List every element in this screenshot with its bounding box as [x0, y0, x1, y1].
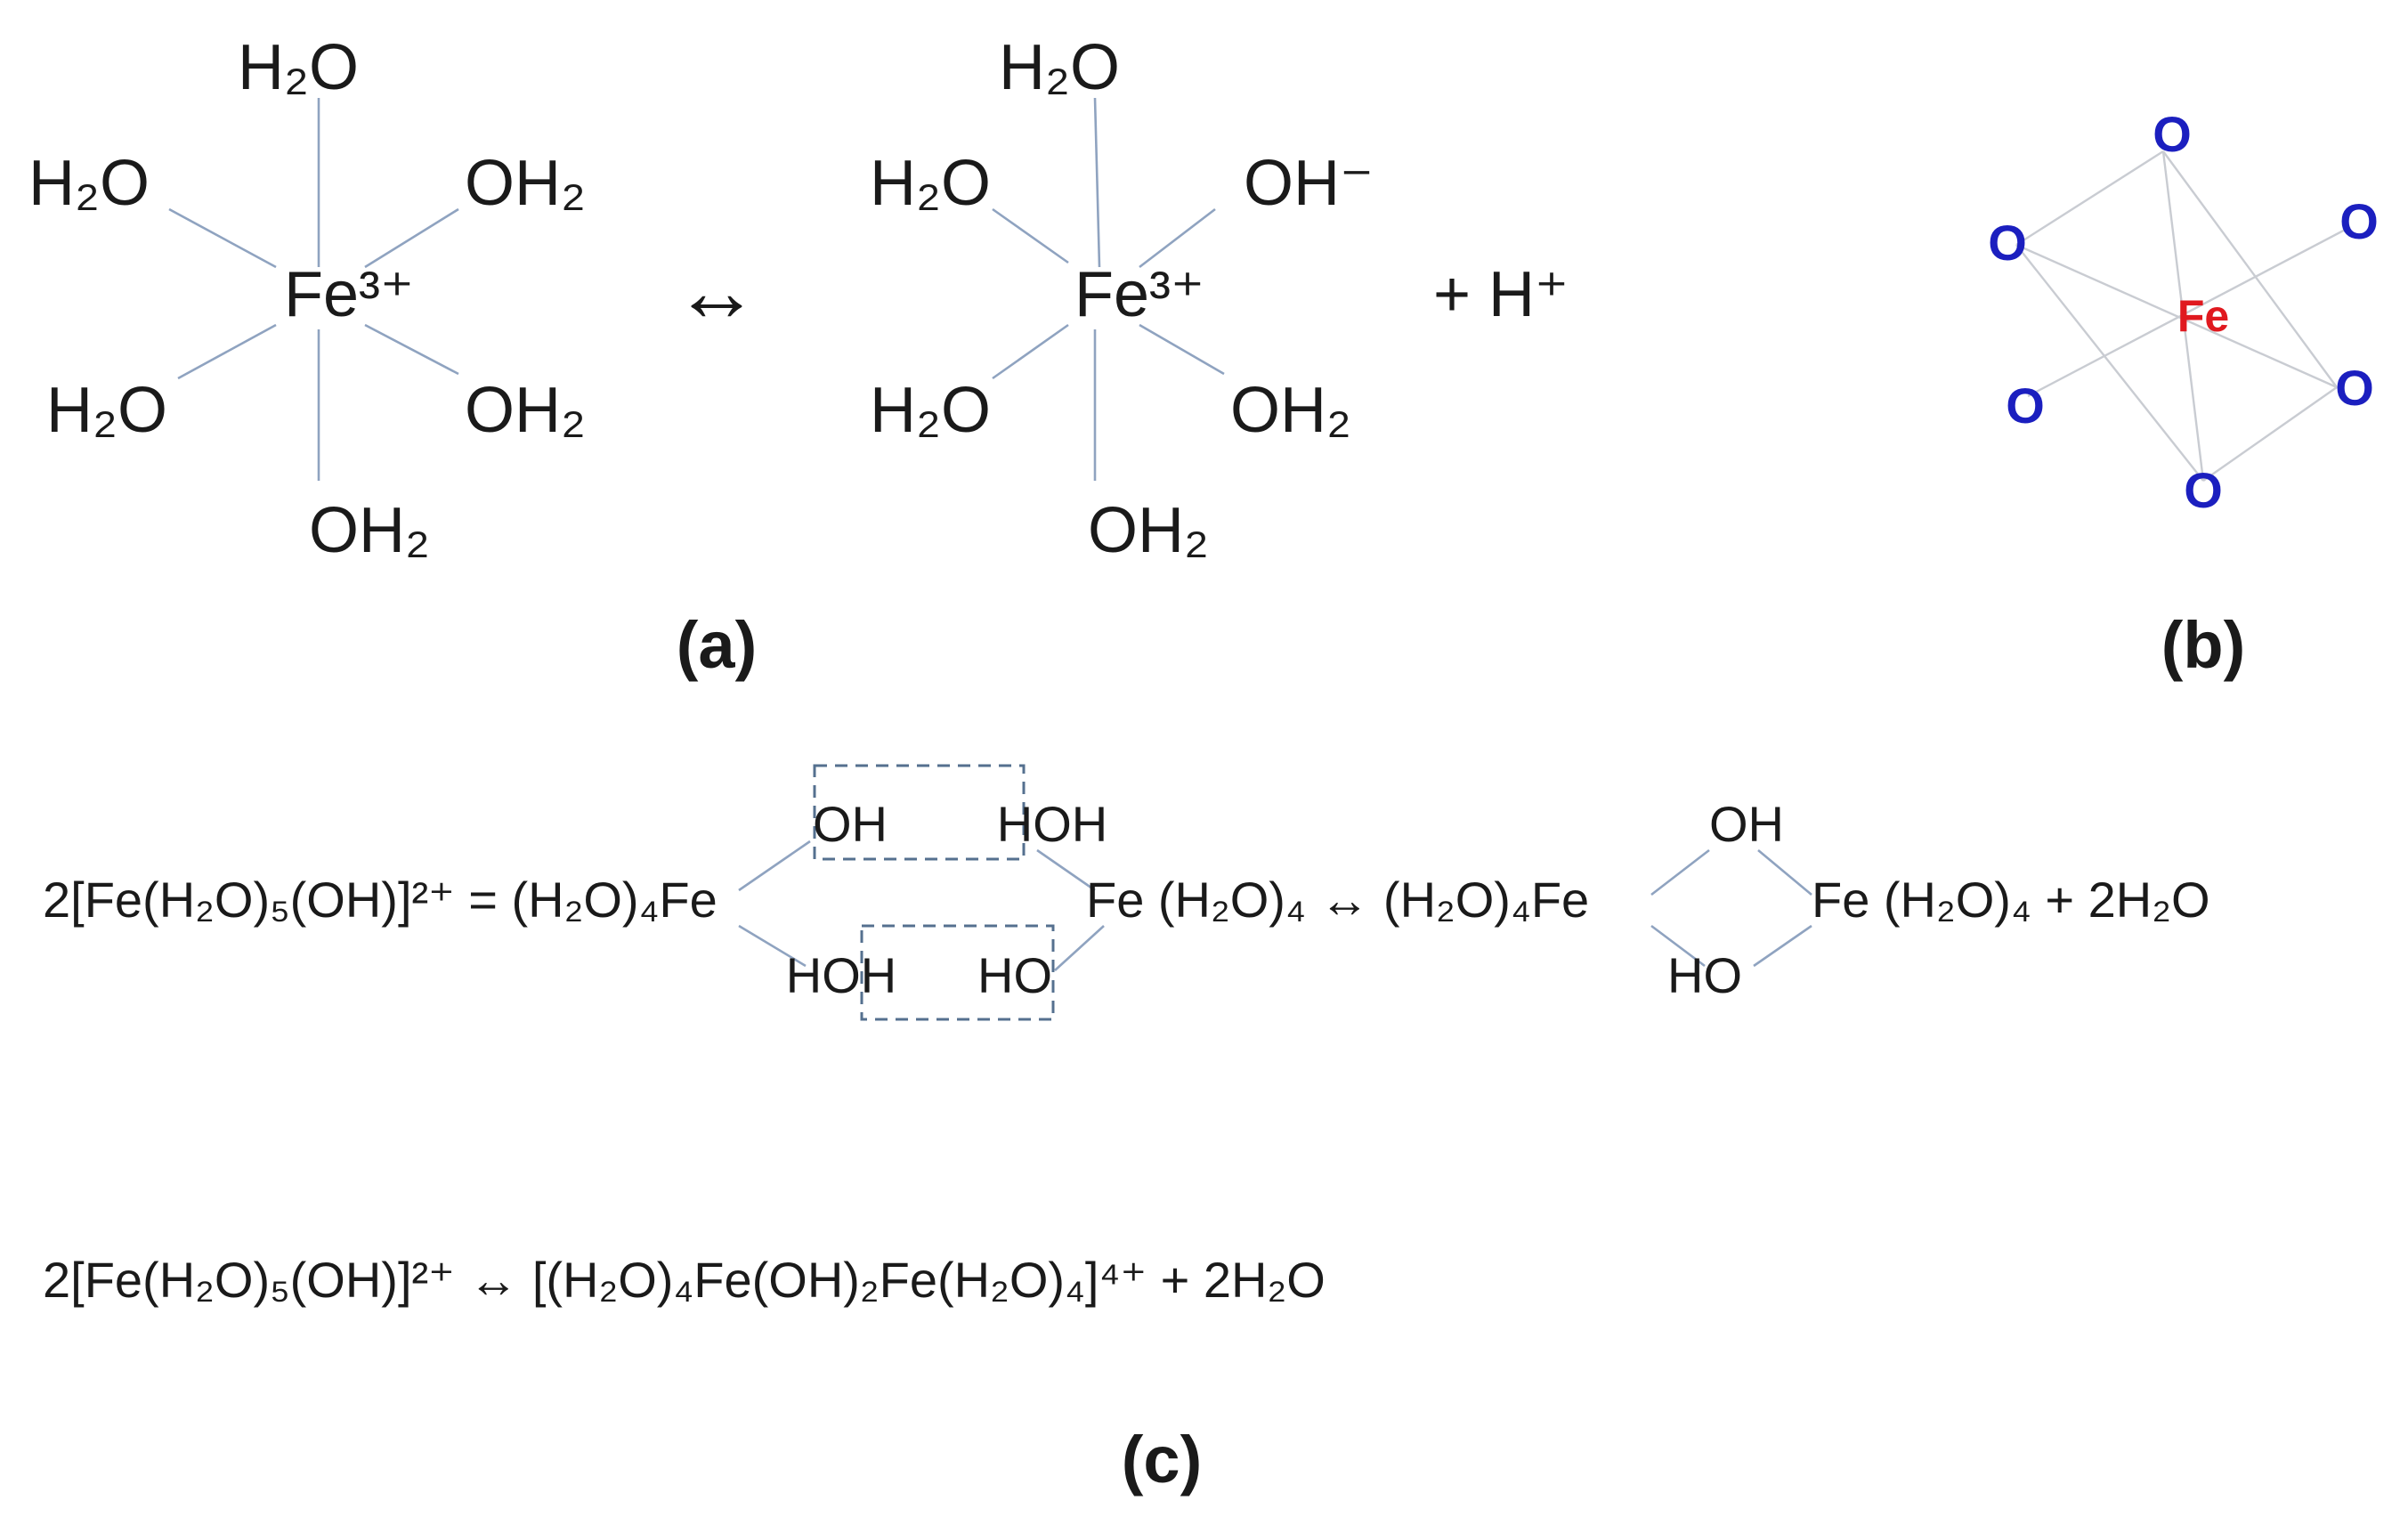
bond — [1054, 925, 1105, 971]
eq1-bottom-left-water: HOH — [786, 947, 896, 1003]
panel-b: O O O O O O Fe (b) — [1988, 106, 2379, 682]
caption-c: (c) — [1122, 1423, 1202, 1497]
bond-lower-left — [177, 323, 277, 380]
bond — [1650, 848, 1710, 896]
eq1-bridge-hydroxyl-bottom: HO — [1667, 947, 1742, 1003]
oxygen-atom: O — [2153, 106, 2192, 162]
iron-atom: Fe — [2177, 291, 2229, 341]
ligand-lower-right: OH₂ — [465, 375, 586, 446]
bond-lower-right — [1139, 323, 1225, 376]
dashed-box-bottom — [860, 924, 1055, 1021]
ligand-upper-left: H₂O — [870, 148, 991, 219]
eq1-middle: Fe (H₂O)₄ ↔ (H₂O)₄Fe — [1086, 872, 1589, 928]
complex-left-bonds — [168, 98, 459, 481]
ligand-top: H₂O — [238, 32, 359, 103]
panel-c: 2[Fe(H₂O)₅(OH)]²⁺ = (H₂O)₄Fe OH HOH HOH … — [43, 764, 2210, 1497]
ligand-lower-left: H₂O — [46, 375, 167, 446]
eq1-top-right-water: HOH — [997, 796, 1107, 852]
ligand-upper-right: OH⁻ — [1244, 148, 1374, 219]
eq2: 2[Fe(H₂O)₅(OH)]²⁺ ↔ [(H₂O)₄Fe(OH)₂Fe(H₂O… — [43, 1252, 1326, 1308]
eq1-product: Fe (H₂O)₄ + 2H₂O — [1812, 872, 2210, 928]
bond-lower-right — [364, 323, 459, 376]
caption-b: (b) — [2161, 608, 2246, 682]
edge — [2202, 386, 2338, 482]
ligand-top: H₂O — [999, 32, 1120, 103]
edge — [2015, 150, 2164, 247]
ligand-upper-left: H₂O — [28, 148, 150, 219]
eq1-reactant: 2[Fe(H₂O)₅(OH)]²⁺ = (H₂O)₄Fe — [43, 872, 718, 928]
ligand-bottom: OH₂ — [1088, 495, 1209, 566]
bond-upper-right — [1139, 207, 1216, 269]
bond — [1036, 848, 1096, 892]
edge — [2015, 243, 2338, 389]
eq1-top-left-hydroxyl: OH — [813, 796, 888, 852]
bond-top — [1093, 97, 1101, 268]
oxygen-atom: O — [2184, 462, 2223, 518]
bond — [738, 924, 807, 968]
bond — [738, 840, 811, 892]
iron-center: Fe³⁺ — [284, 259, 414, 330]
bond — [1650, 924, 1706, 968]
panel-a: H₂O H₂O OH₂ Fe³⁺ H₂O OH₂ OH₂ ↔ H₂O H₂O O… — [28, 32, 1569, 682]
edge — [2015, 244, 2204, 482]
bond — [1757, 849, 1812, 896]
proton-product: + H⁺ — [1433, 259, 1569, 330]
bond — [1753, 924, 1812, 968]
ligand-upper-right: OH₂ — [465, 148, 586, 219]
bond-lower-left — [992, 323, 1069, 380]
oxygen-atom: O — [2006, 377, 2045, 434]
eq1-bridge-hydroxyl-top: OH — [1709, 796, 1784, 852]
edge — [2162, 150, 2338, 388]
eq1-product-bonds — [1650, 848, 1812, 968]
oxygen-atom: O — [2339, 193, 2379, 249]
ligand-lower-right: OH₂ — [1230, 375, 1351, 446]
caption-a: (a) — [677, 608, 757, 682]
octahedron-edges — [2015, 150, 2351, 482]
bond-upper-left — [168, 207, 277, 269]
dashed-box-top — [813, 764, 1026, 861]
ligand-bottom: OH₂ — [309, 495, 430, 566]
eq1-bridge-bonds — [738, 840, 1105, 971]
equilibrium-arrow: ↔ — [674, 244, 759, 339]
oxygen-atom: O — [1988, 215, 2027, 271]
oxygen-atom: O — [2335, 360, 2374, 416]
edge — [2161, 150, 2205, 482]
bond-upper-right — [364, 207, 459, 269]
ligand-lower-left: H₂O — [870, 375, 991, 446]
edge — [2027, 225, 2351, 398]
complex-right-bonds — [992, 97, 1225, 481]
iron-center: Fe³⁺ — [1074, 259, 1204, 330]
bond-upper-left — [992, 207, 1069, 264]
eq1-bottom-right-hydroxyl: HO — [977, 947, 1052, 1003]
